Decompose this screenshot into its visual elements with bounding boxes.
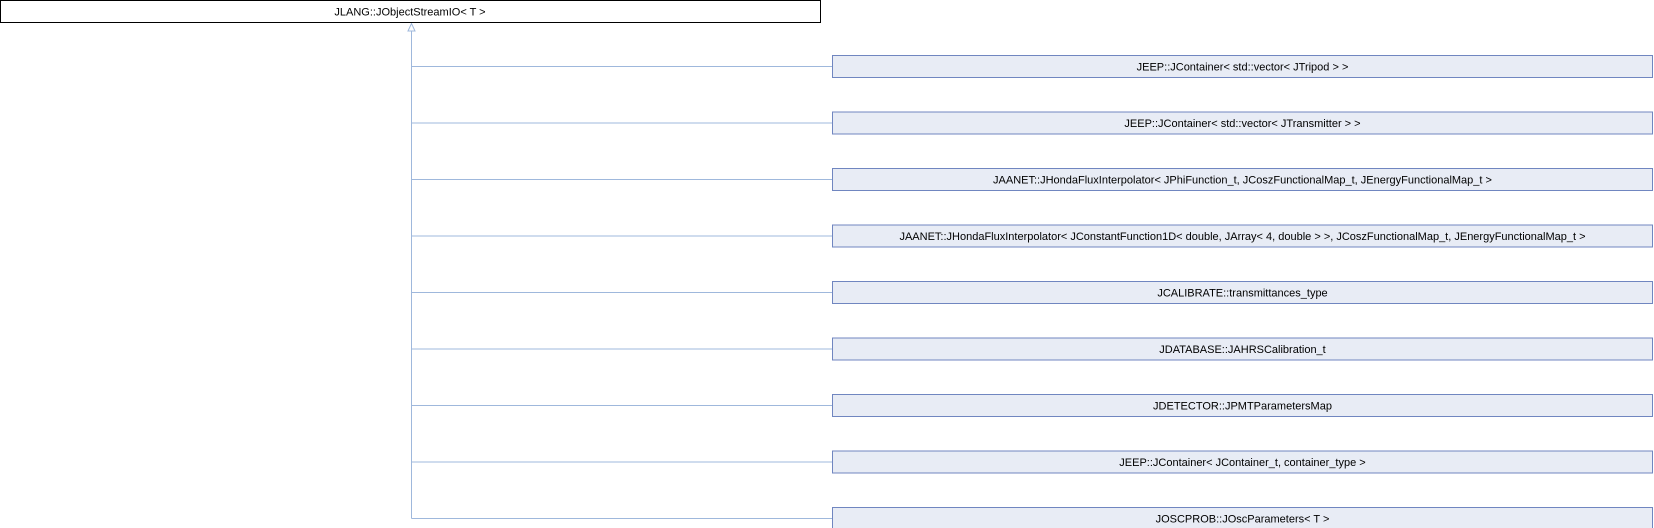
- derived-class-label: JCALIBRATE::transmittances_type: [1157, 288, 1327, 300]
- derived-class-node[interactable]: JAANET::JHondaFluxInterpolator< JConstan…: [832, 224, 1653, 248]
- derived-class-node[interactable]: JEEP::JContainer< JContainer_t, containe…: [832, 450, 1653, 474]
- derived-class-box: [832, 394, 1653, 417]
- derived-class-box: [832, 224, 1653, 248]
- derived-class-label: JEEP::JContainer< JContainer_t, containe…: [1119, 457, 1365, 469]
- derived-class-node[interactable]: JDATABASE::JAHRSCalibration_t: [832, 337, 1653, 361]
- derived-class-node[interactable]: JCALIBRATE::transmittances_type: [832, 281, 1653, 304]
- derived-class-box: [832, 55, 1653, 78]
- derived-class-box: [832, 450, 1653, 474]
- derived-class-node[interactable]: JAANET::JHondaFluxInterpolator< JPhiFunc…: [832, 168, 1653, 191]
- derived-class-node[interactable]: JDETECTOR::JPMTParametersMap: [832, 394, 1653, 417]
- derived-class-label: JOSCPROB::JOscParameters< T >: [1156, 514, 1330, 526]
- derived-class-box: [832, 337, 1653, 361]
- derived-class-node[interactable]: JEEP::JContainer< std::vector< JTransmit…: [832, 111, 1653, 135]
- derived-class-label: JDATABASE::JAHRSCalibration_t: [1159, 344, 1325, 356]
- derived-class-label: JAANET::JHondaFluxInterpolator< JPhiFunc…: [993, 175, 1492, 187]
- derived-class-label: JDETECTOR::JPMTParametersMap: [1153, 401, 1332, 413]
- base-class-node[interactable]: JLANG::JObjectStreamIO< T >: [0, 0, 821, 23]
- derived-class-node[interactable]: JEEP::JContainer< std::vector< JTripod >…: [832, 55, 1653, 78]
- inheritance-arrowhead: [407, 22, 416, 32]
- base-class-label: JLANG::JObjectStreamIO< T >: [334, 7, 485, 19]
- inheritance-edges: [407, 22, 833, 519]
- derived-class-node[interactable]: JOSCPROB::JOscParameters< T >: [832, 507, 1653, 528]
- derived-class-label: JEEP::JContainer< std::vector< JTransmit…: [1124, 118, 1360, 130]
- derived-class-box: [832, 507, 1653, 528]
- derived-class-box: [832, 281, 1653, 304]
- derived-class-label: JEEP::JContainer< std::vector< JTripod >…: [1137, 62, 1349, 74]
- derived-class-box: [832, 111, 1653, 135]
- derived-class-label: JAANET::JHondaFluxInterpolator< JConstan…: [899, 231, 1585, 243]
- derived-class-list: JEEP::JContainer< std::vector< JTripod >…: [832, 55, 1653, 528]
- derived-class-box: [832, 168, 1653, 191]
